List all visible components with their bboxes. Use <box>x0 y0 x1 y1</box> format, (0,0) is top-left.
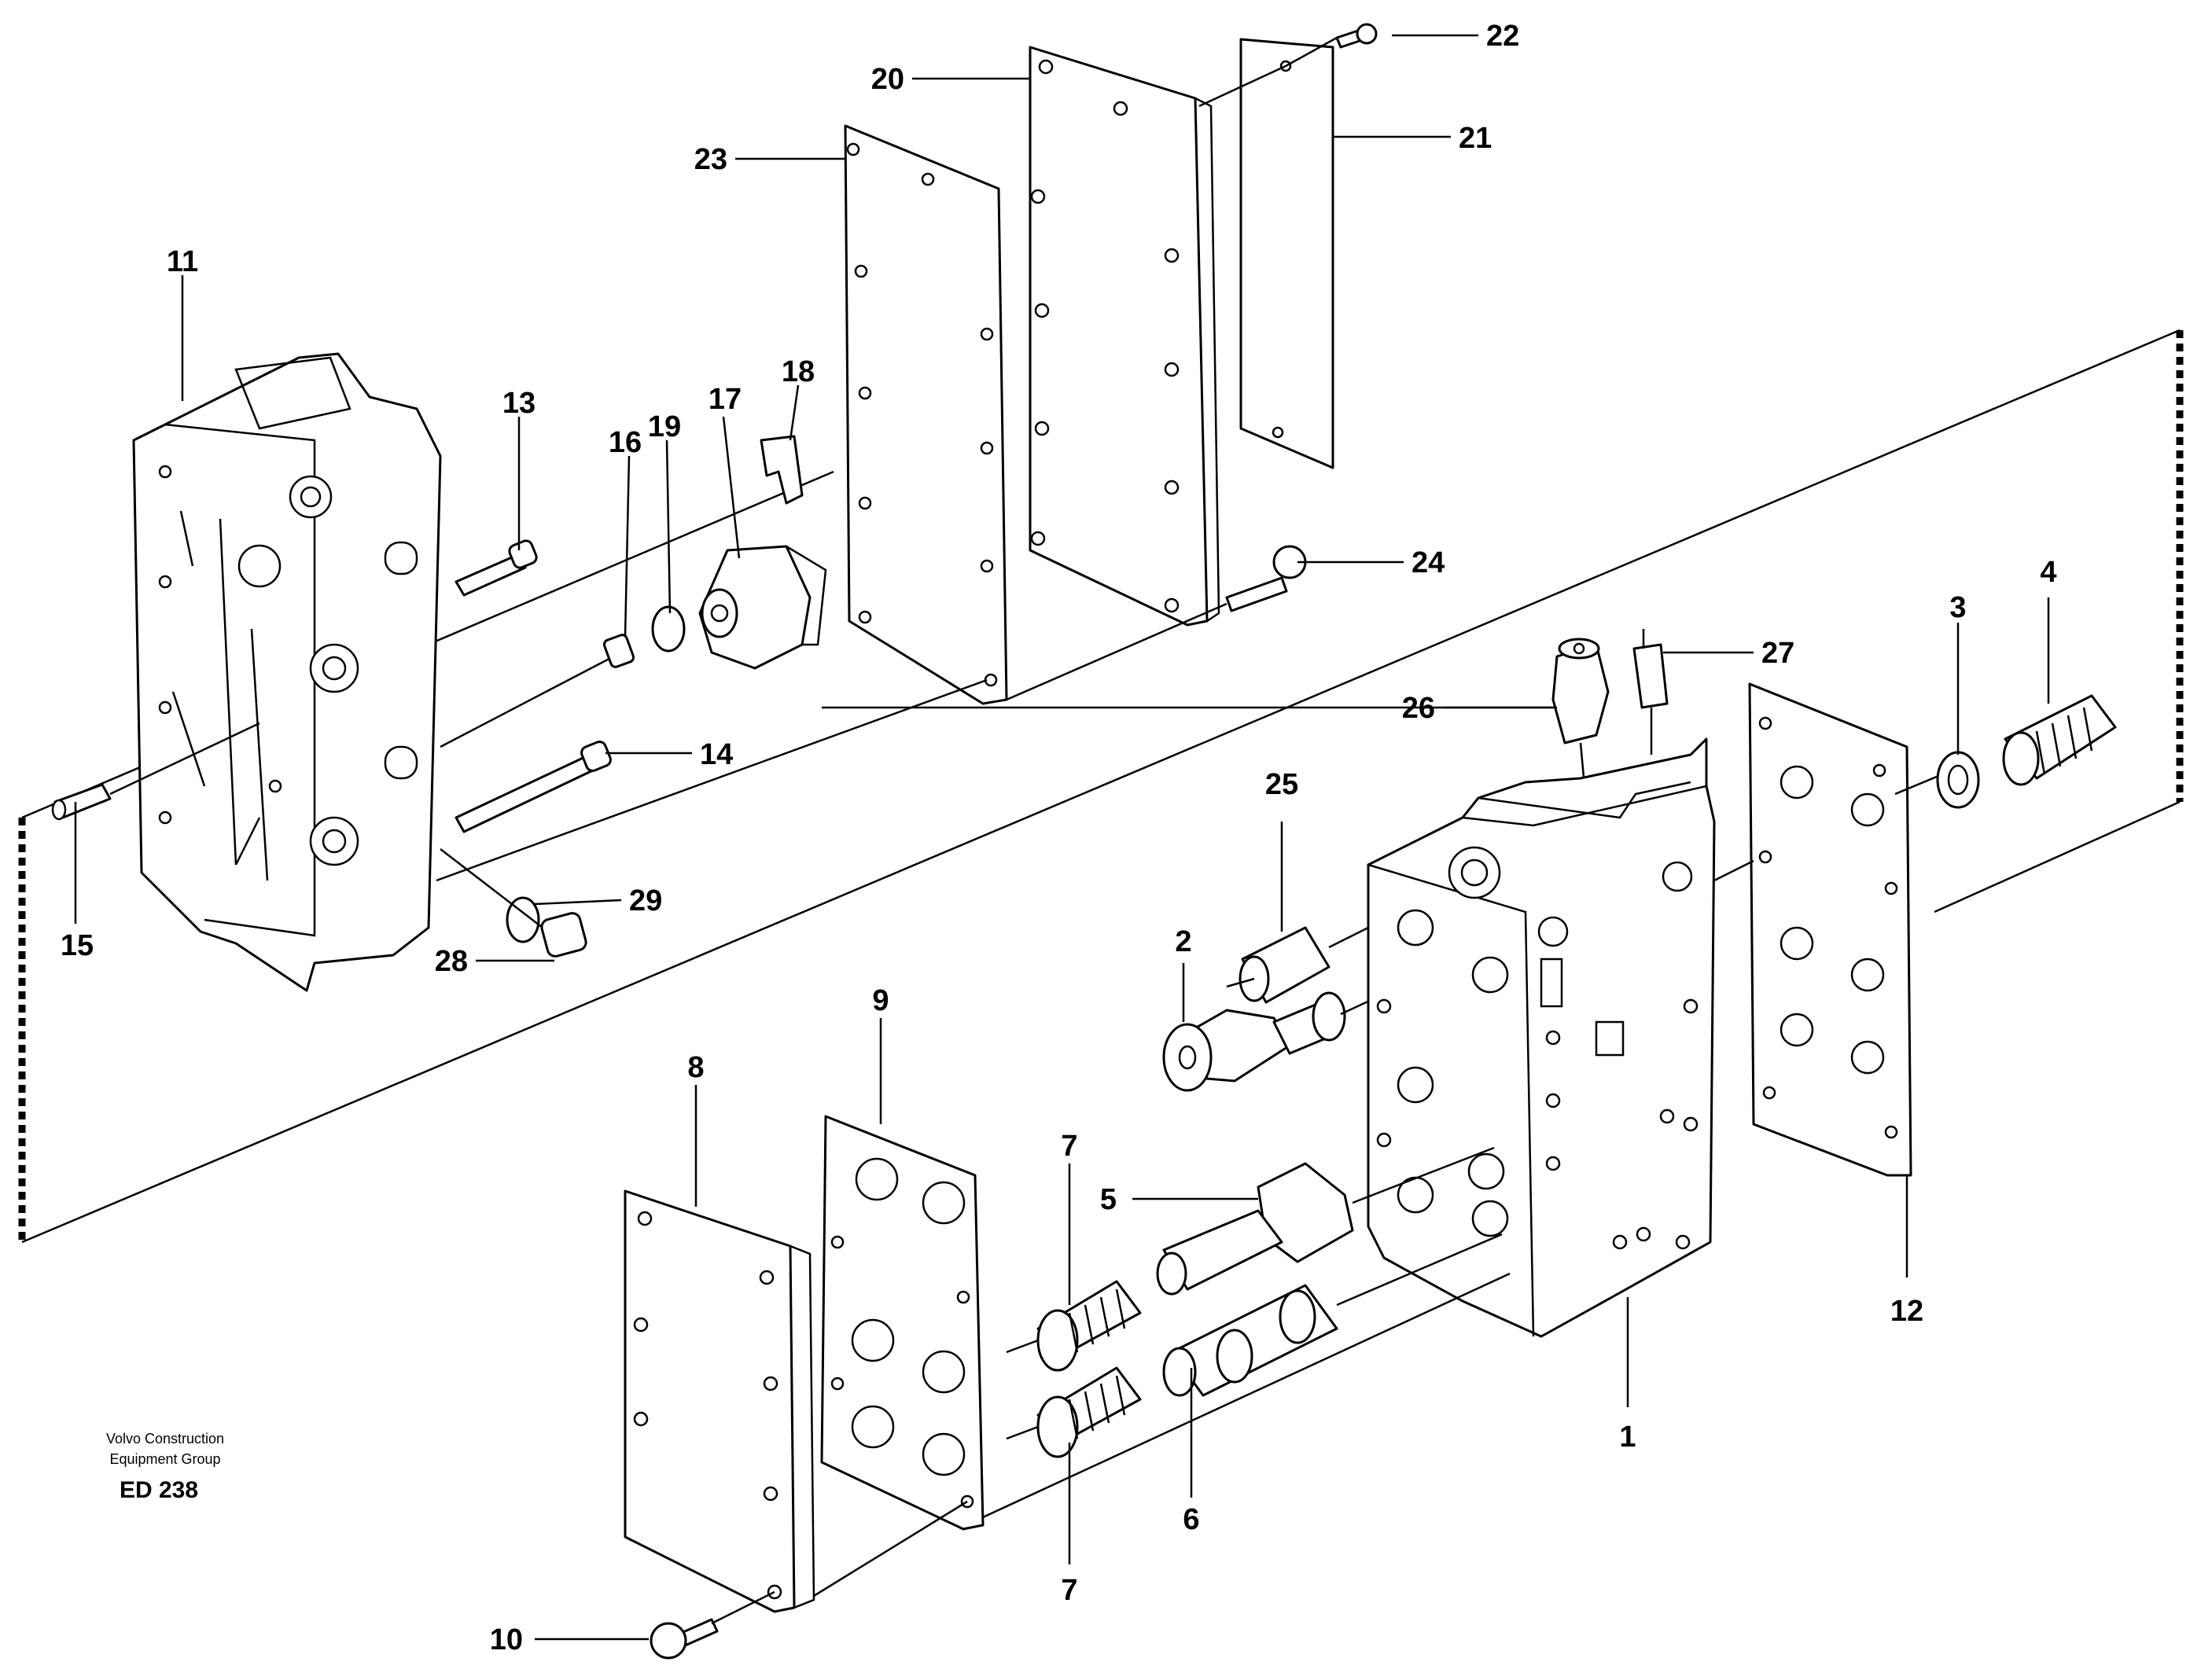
callout-22: 22 <box>1486 20 1519 53</box>
drawing-code: ED 238 <box>120 1477 198 1503</box>
credit-line-1: Volvo Construction <box>106 1431 224 1447</box>
screw-part-10 <box>650 1590 775 1660</box>
screw-part-13 <box>455 539 538 597</box>
callout-19: 19 <box>648 410 681 443</box>
callout-27: 27 <box>1761 637 1794 670</box>
credit-block: Volvo Construction Equipment Group ED 23… <box>106 1431 224 1503</box>
callout-14: 14 <box>700 738 733 771</box>
callout-11: 11 <box>167 245 198 278</box>
plug-part-16 <box>602 634 635 668</box>
spool-part-6 <box>1162 1233 1503 1397</box>
callout-29: 29 <box>629 884 662 917</box>
callout-7b: 7 <box>1061 1574 1077 1607</box>
callout-18: 18 <box>782 355 815 388</box>
spool-part-5 <box>1156 1146 1495 1296</box>
screw-part-22 <box>1335 23 1378 49</box>
callout-2: 2 <box>1175 925 1191 958</box>
valve-body-part-1 <box>1367 737 1716 1338</box>
spring-part-4 <box>2002 694 2117 786</box>
callout-5: 5 <box>1100 1183 1117 1216</box>
plug-part-28 <box>540 912 587 958</box>
callout-labels: 1 2 3 4 5 6 7 7 8 9 10 11 12 13 14 15 16… <box>61 20 2057 1656</box>
o-ring-part-29 <box>440 848 543 943</box>
screw-part-14 <box>455 741 612 833</box>
spring-part-7-lower <box>1006 1366 1142 1458</box>
callout-25: 25 <box>1265 768 1298 801</box>
screw-part-24 <box>1006 545 1307 701</box>
callout-20: 20 <box>871 63 904 96</box>
callout-7a: 7 <box>1061 1130 1077 1163</box>
callout-1: 1 <box>1619 1421 1636 1454</box>
clip-part-18 <box>760 435 804 505</box>
callout-12: 12 <box>1890 1295 1923 1328</box>
solenoid-group <box>440 435 827 748</box>
callout-21: 21 <box>1459 122 1492 155</box>
cover-part-8 <box>624 1189 815 1613</box>
gasket-part-12 <box>1713 682 1943 1177</box>
callout-9: 9 <box>872 984 889 1017</box>
plate-part-21 <box>1198 36 1338 469</box>
gasket-part-9 <box>820 1115 985 1531</box>
spring-part-7-upper <box>1006 1280 1142 1372</box>
valve-housing-part-11 <box>132 352 442 992</box>
spool-part-2 <box>1162 934 1511 1092</box>
gasket-part-23 <box>844 124 1008 705</box>
callout-23: 23 <box>694 143 727 176</box>
callout-17: 17 <box>709 383 742 416</box>
solenoid-part-17 <box>698 545 827 670</box>
pin-part-15 <box>51 722 260 821</box>
sensor-part-27 <box>1632 629 1669 755</box>
washer-part-3 <box>1936 751 1980 809</box>
callout-16: 16 <box>609 426 642 459</box>
assembly-lines <box>436 678 1511 1597</box>
credit-line-2: Equipment Group <box>109 1451 220 1467</box>
callout-6: 6 <box>1183 1503 1199 1536</box>
cover-plate-part-20 <box>1029 46 1220 627</box>
callout-4: 4 <box>2040 556 2056 589</box>
sensor-part-26 <box>1551 638 1610 787</box>
callout-8: 8 <box>687 1051 704 1084</box>
callout-28: 28 <box>435 945 468 978</box>
callout-13: 13 <box>502 387 536 420</box>
callout-26: 26 <box>1402 692 1435 725</box>
callout-leaders <box>74 34 2050 1641</box>
o-ring-part-19 <box>651 605 686 653</box>
callout-24: 24 <box>1412 546 1445 579</box>
callout-10: 10 <box>490 1623 523 1656</box>
callout-3: 3 <box>1949 591 1966 624</box>
callout-15: 15 <box>61 929 94 962</box>
